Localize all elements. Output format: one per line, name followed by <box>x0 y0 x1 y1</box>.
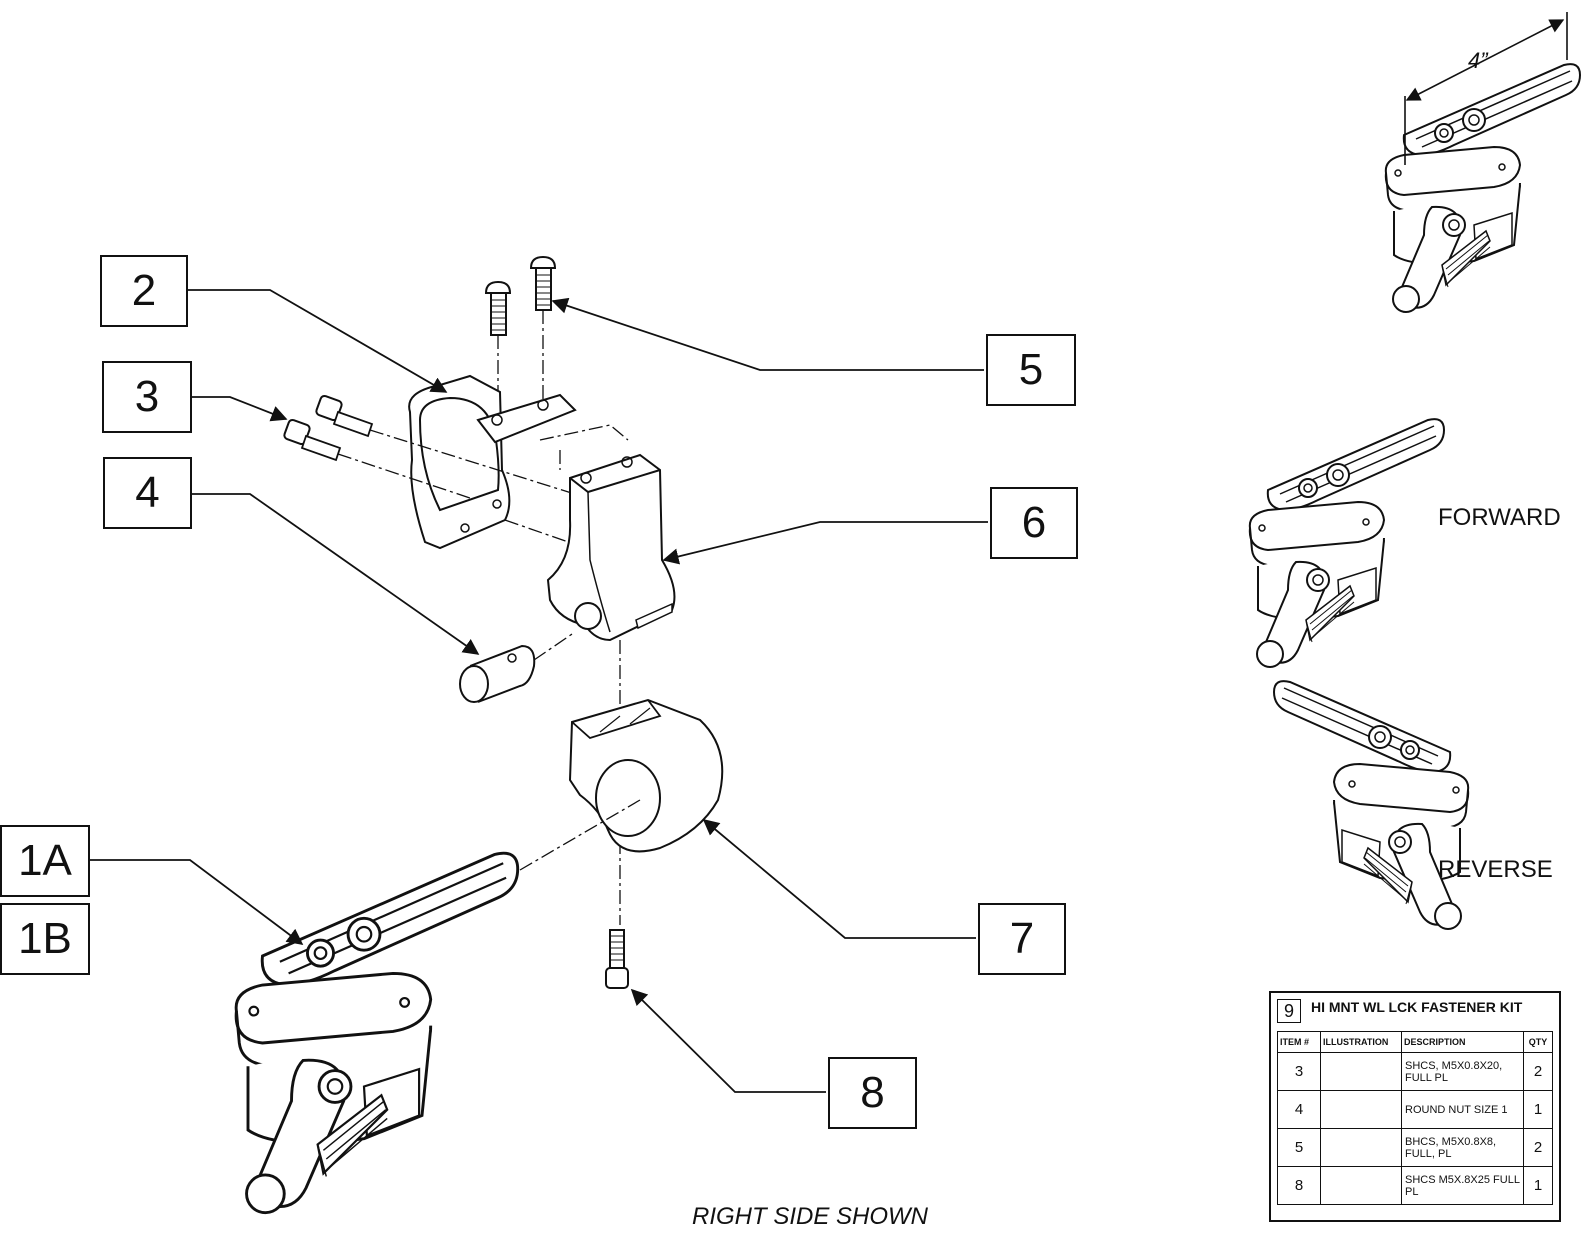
wheel-lock-reverse-view <box>1273 680 1470 930</box>
right-side-shown-caption: RIGHT SIDE SHOWN <box>692 1203 929 1230</box>
table-header-row: ITEM # ILLUSTRATION DESCRIPTION QTY <box>1277 1031 1553 1053</box>
wheel-lock-part <box>234 851 520 1215</box>
illustration-cell <box>1320 1090 1402 1129</box>
forward-label: FORWARD <box>1438 504 1561 531</box>
leader-lines <box>88 289 988 1093</box>
swivel-body-part <box>546 453 676 642</box>
item-description: SHCS M5X.8X25 FULL PL <box>1401 1166 1524 1205</box>
item-qty: 1 <box>1523 1090 1553 1129</box>
item-description: BHCS, M5X0.8X8, FULL, PL <box>1401 1128 1524 1167</box>
wheel-lock-top-view <box>1384 63 1581 313</box>
kit-title: HI MNT WL LCK FASTENER KIT <box>1311 999 1523 1015</box>
illustration-cell <box>1320 1166 1402 1205</box>
callout-1a: 1A <box>0 825 90 897</box>
kit-number: 9 <box>1277 999 1301 1023</box>
item-qty: 2 <box>1523 1052 1553 1091</box>
table-row: 3 SHCS, M5X0.8X20, FULL PL 2 <box>1277 1052 1553 1091</box>
illustration-cell <box>1320 1128 1402 1167</box>
callout-4: 4 <box>103 457 192 529</box>
callout-1b: 1B <box>0 903 90 975</box>
table-row: 5 BHCS, M5X0.8X8, FULL, PL 2 <box>1277 1128 1553 1167</box>
socket-head-screw-part <box>283 394 374 462</box>
fastener-kit-table: 9 HI MNT WL LCK FASTENER KIT ITEM # ILLU… <box>1269 991 1561 1222</box>
button-head-screw-part <box>484 255 557 336</box>
reverse-label: REVERSE <box>1438 856 1553 883</box>
header-illustration: ILLUSTRATION <box>1320 1031 1402 1053</box>
callout-3: 3 <box>102 361 192 433</box>
table-row: 8 SHCS M5X.8X25 FULL PL 1 <box>1277 1166 1553 1205</box>
dimension-label: 4” <box>1468 48 1488 73</box>
header-item: ITEM # <box>1277 1031 1321 1053</box>
item-description: SHCS, M5X0.8X20, FULL PL <box>1401 1052 1524 1091</box>
item-number: 8 <box>1277 1166 1321 1205</box>
wheel-lock-forward-view <box>1248 418 1445 668</box>
dimension-4in <box>1404 12 1568 165</box>
table-row: 4 ROUND NUT SIZE 1 1 <box>1277 1090 1553 1129</box>
callout-6: 6 <box>990 487 1078 559</box>
header-qty: QTY <box>1523 1031 1553 1053</box>
illustration-cell <box>1320 1052 1402 1091</box>
callout-2: 2 <box>100 255 188 327</box>
item-qty: 2 <box>1523 1128 1553 1167</box>
round-nut-part <box>459 644 536 703</box>
item-number: 5 <box>1277 1128 1321 1167</box>
callout-7: 7 <box>978 903 1066 975</box>
socket-head-screw-part <box>605 929 629 989</box>
item-qty: 1 <box>1523 1166 1553 1205</box>
clamp-ring-part <box>568 698 724 853</box>
callout-5: 5 <box>986 334 1076 406</box>
clamp-body-part <box>408 374 577 550</box>
item-description: ROUND NUT SIZE 1 <box>1401 1090 1524 1129</box>
kit-parts-table: ITEM # ILLUSTRATION DESCRIPTION QTY 3 SH… <box>1277 1031 1553 1205</box>
item-number: 3 <box>1277 1052 1321 1091</box>
header-description: DESCRIPTION <box>1401 1031 1524 1053</box>
item-number: 4 <box>1277 1090 1321 1129</box>
callout-8: 8 <box>828 1057 917 1129</box>
